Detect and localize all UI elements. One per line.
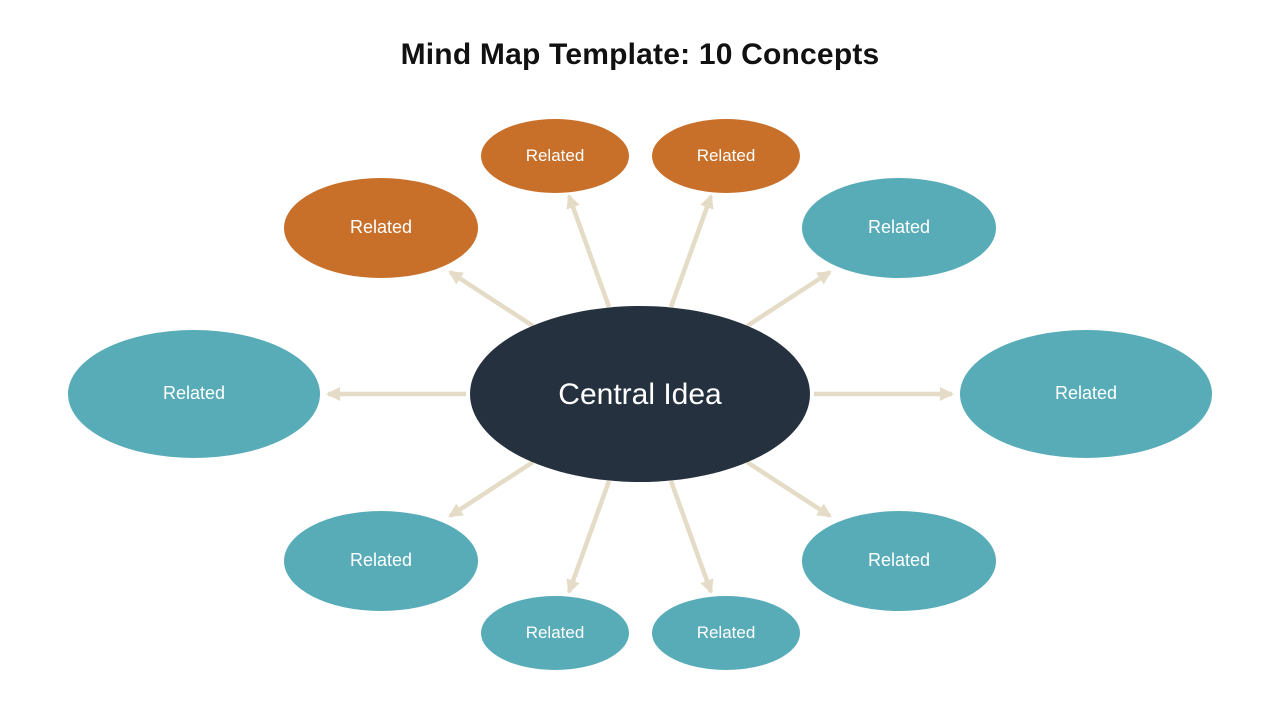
node-label: Related	[349, 217, 413, 238]
connector-to-bottom-mid-right	[668, 480, 714, 594]
connector-to-bottom-left	[448, 460, 535, 518]
connector-to-top-mid-left	[566, 194, 612, 308]
node-label: Related	[349, 550, 413, 571]
mindmap-node-bottom-mid-left: Related	[481, 596, 629, 670]
mindmap-node-bottom-left: Related	[284, 511, 478, 611]
node-label: Related	[525, 145, 585, 165]
mindmap-node-top-left: Related	[284, 178, 478, 278]
central-idea-label: Central Idea	[558, 377, 722, 411]
mindmap-node-bottom-right: Related	[802, 511, 996, 611]
connector-to-bottom-right	[745, 460, 832, 518]
mindmap-node-left: Related	[68, 330, 320, 458]
connector-to-top-mid-right	[668, 194, 714, 308]
mindmap-node-top-mid-right: Related	[652, 119, 800, 193]
connector-to-top-left	[448, 270, 535, 328]
node-label: Related	[696, 622, 756, 642]
node-label: Related	[1054, 383, 1118, 404]
mindmap-node-right: Related	[960, 330, 1212, 458]
diagram-title: Mind Map Template: 10 Concepts	[400, 38, 880, 71]
mindmap-node-top-mid-left: Related	[481, 119, 629, 193]
node-label: Related	[162, 383, 226, 404]
node-label: Related	[867, 217, 931, 238]
connector-to-top-right	[745, 270, 832, 328]
connector-to-bottom-mid-left	[566, 480, 612, 594]
mindmap-node-bottom-mid-right: Related	[652, 596, 800, 670]
node-label: Related	[867, 550, 931, 571]
central-idea-node: Central Idea	[470, 306, 810, 482]
node-label: Related	[525, 622, 585, 642]
node-label: Related	[696, 145, 756, 165]
mindmap-node-top-right: Related	[802, 178, 996, 278]
